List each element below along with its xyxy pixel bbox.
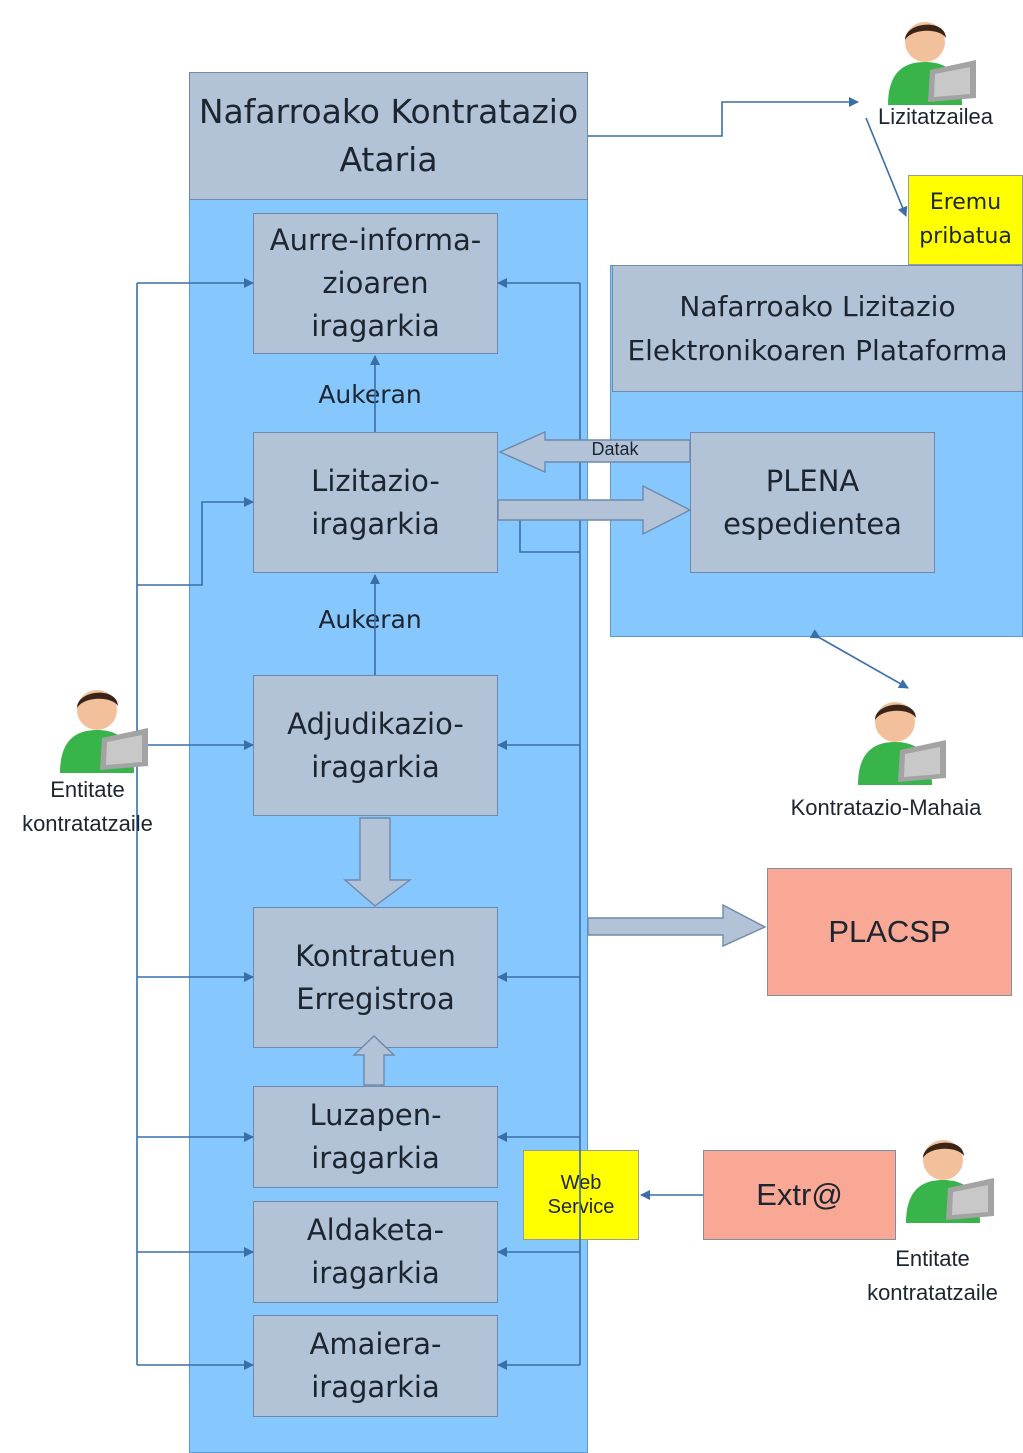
notice-amaiera[interactable]: Amaiera- iragarkia [253,1315,498,1417]
entity-left-label: Entitate kontratatzaile [22,777,153,836]
contracts-registry[interactable]: Kontratuen Erregistroa [253,907,498,1048]
private-area-badge: Eremu pribatua [908,175,1023,265]
committee-label: Kontratazio-Mahaia [790,795,982,820]
web-service-badge: Web Service [523,1150,639,1240]
portal-placsp-arrow [587,903,767,948]
portal-title: Nafarroako Kontratazio Ataria [189,72,588,200]
adjudikazio-registry-arrow [343,817,413,907]
feed-to-lizitazio [137,497,254,586]
optional-label-top: Aukeran [300,380,440,409]
datak-arrow [498,430,691,474]
bidder-to-private [865,117,908,217]
datak-label: Datak [591,439,639,459]
portal-to-bidder [588,97,859,137]
person-laptop-icon [858,702,946,785]
plena-file[interactable]: PLENA espedientea [690,432,935,573]
person-laptop-icon [60,690,148,773]
entity-right-label: Entitate kontratatzaile [867,1246,998,1305]
luzapen-registry-arrow [352,1035,396,1086]
notice-aurre-informazio[interactable]: Aurre-informa- zioaren iragarkia [253,213,498,354]
notice-lizitazio[interactable]: Lizitazio- iragarkia [253,432,498,573]
person-laptop-icon [888,22,976,105]
placsp-box[interactable]: PLACSP [767,868,1012,996]
optional-label-bottom: Aukeran [300,605,440,634]
platform-title: Nafarroako Lizitazio Elektronikoaren Pla… [612,265,1023,392]
person-laptop-icon [906,1140,994,1223]
lizitazio-plena-arrow [497,484,692,536]
platform-committee-link [809,629,909,689]
notice-luzapen[interactable]: Luzapen- iragarkia [253,1086,498,1188]
extra-box[interactable]: Extr@ [703,1150,896,1240]
notice-aldaketa[interactable]: Aldaketa- iragarkia [253,1201,498,1303]
bidder-label: Lizitatzailea [878,104,993,129]
